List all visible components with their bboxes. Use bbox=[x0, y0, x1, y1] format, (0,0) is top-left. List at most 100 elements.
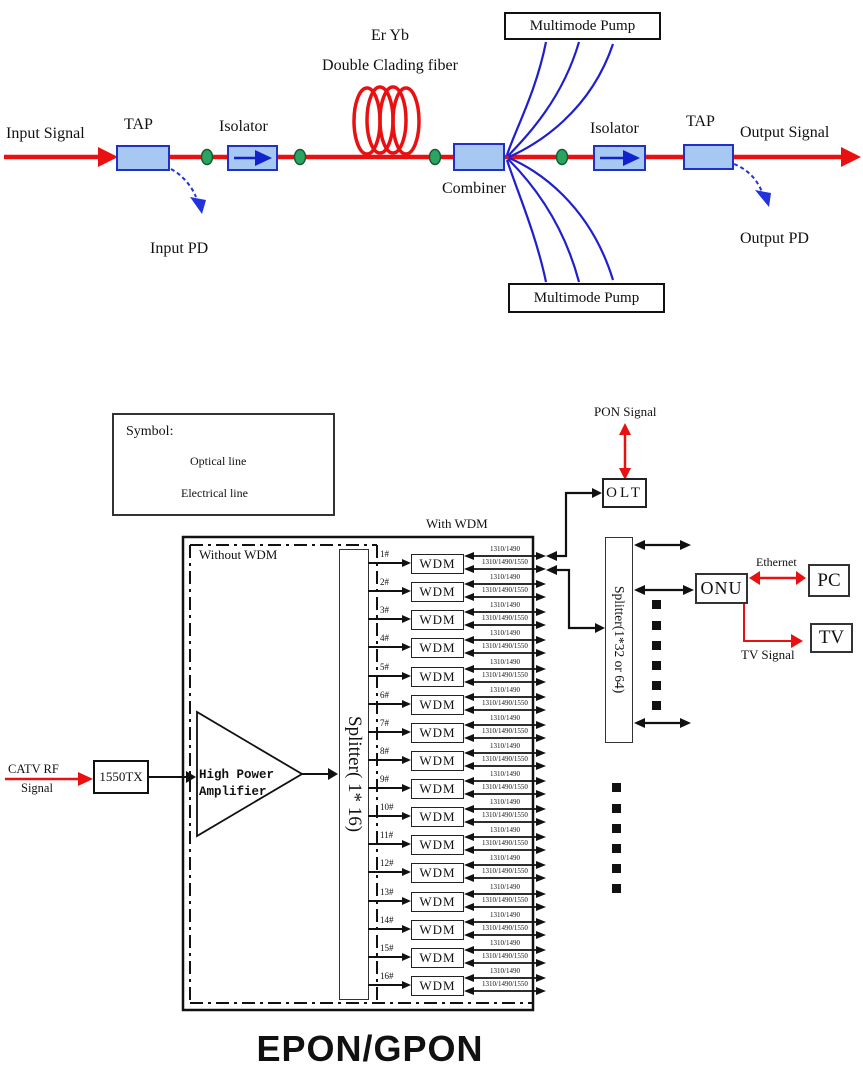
splitter32-ellipsis-dots bbox=[652, 600, 661, 710]
output-pd-label: Output PD bbox=[740, 230, 809, 247]
lower-ellipsis-dots bbox=[612, 783, 621, 893]
tap-out-label: TAP bbox=[686, 113, 715, 130]
wdm-row: 1# WDM 1310/1490 1310/1490/1550 bbox=[368, 545, 558, 578]
wavelength-top-label: 1310/1490 bbox=[490, 770, 520, 778]
wavelength-bottom-label: 1310/1490/1550 bbox=[482, 586, 528, 594]
wdm-row: 5# WDM 1310/1490 1310/1490/1550 bbox=[368, 658, 558, 691]
wdm-row-lines bbox=[368, 974, 546, 995]
wavelength-top-label: 1310/1490 bbox=[490, 601, 520, 609]
isolator-out-box bbox=[593, 145, 646, 171]
wavelength-top-label: 1310/1490 bbox=[490, 967, 520, 975]
wavelength-top-label: 1310/1490 bbox=[490, 826, 520, 834]
input-signal-label: Input Signal bbox=[6, 125, 85, 142]
tap-in-label: TAP bbox=[124, 116, 153, 133]
wdm-to-olt-path bbox=[546, 488, 602, 561]
tv-signal-label: TV Signal bbox=[741, 647, 795, 662]
isolator-arrow-icon bbox=[600, 150, 640, 166]
olt-box: OLT bbox=[602, 478, 647, 508]
wavelength-bottom-label: 1310/1490/1550 bbox=[482, 896, 528, 904]
wdm-row: 8# WDM 1310/1490 1310/1490/1550 bbox=[368, 742, 558, 775]
wdm-row-lines bbox=[368, 721, 546, 742]
tx-1550-label: 1550TX bbox=[99, 769, 143, 784]
splitter-port-label: 5# bbox=[380, 662, 389, 672]
splitter-port-label: 10# bbox=[380, 802, 394, 812]
wavelength-top-label: 1310/1490 bbox=[490, 714, 520, 722]
wavelength-bottom-label: 1310/1490/1550 bbox=[482, 839, 528, 847]
multimode-pump-bottom-label: Multimode Pump bbox=[533, 289, 640, 306]
wavelength-top-label: 1310/1490 bbox=[490, 545, 520, 553]
wdm-box: WDM bbox=[411, 638, 464, 658]
wdm-to-splitter32-path bbox=[546, 565, 605, 633]
amp-to-splitter-line bbox=[302, 768, 338, 780]
isolator-in-label: Isolator bbox=[219, 118, 268, 135]
splitter-port-label: 3# bbox=[380, 605, 389, 615]
wdm-label: WDM bbox=[419, 612, 456, 627]
wdm-row-lines bbox=[368, 580, 546, 601]
input-arrowhead-icon bbox=[98, 147, 118, 167]
wdm-label: WDM bbox=[419, 669, 456, 684]
wdm-box: WDM bbox=[411, 976, 464, 996]
splitter-port-label: 13# bbox=[380, 887, 394, 897]
wdm-row-lines bbox=[368, 890, 546, 911]
wdm-row: 11# WDM 1310/1490 1310/1490/1550 bbox=[368, 826, 558, 859]
legend-title: Symbol: bbox=[126, 424, 174, 439]
wdm-row-lines bbox=[368, 693, 546, 714]
isolator-in-box bbox=[227, 145, 278, 171]
splitter-port-label: 9# bbox=[380, 774, 389, 784]
wdm-row: 14# WDM 1310/1490 1310/1490/1550 bbox=[368, 911, 558, 944]
wdm-label: WDM bbox=[419, 584, 456, 599]
with-wdm-boundary bbox=[181, 535, 535, 1012]
fiber-label-line2: Double Clading fiber bbox=[322, 57, 458, 74]
isolator-out-label: Isolator bbox=[590, 120, 639, 137]
pc-label: PC bbox=[817, 569, 841, 591]
wdm-box: WDM bbox=[411, 582, 464, 602]
wavelength-top-label: 1310/1490 bbox=[490, 939, 520, 947]
wdm-row-lines bbox=[368, 777, 546, 798]
wavelength-top-label: 1310/1490 bbox=[490, 629, 520, 637]
diagram-title: EPON/GPON bbox=[256, 1028, 484, 1069]
wdm-row: 10# WDM 1310/1490 1310/1490/1550 bbox=[368, 798, 558, 831]
tx-to-amp-line bbox=[148, 771, 196, 783]
splitter-port-label: 2# bbox=[380, 577, 389, 587]
wdm-box: WDM bbox=[411, 667, 464, 687]
wdm-box: WDM bbox=[411, 610, 464, 630]
splitter-port-label: 6# bbox=[380, 690, 389, 700]
wdm-row-lines bbox=[368, 608, 546, 629]
wdm-box: WDM bbox=[411, 920, 464, 940]
splitter16-box: Splitter( 1* 16) bbox=[339, 549, 369, 1000]
wavelength-top-label: 1310/1490 bbox=[490, 742, 520, 750]
output-arrowhead-icon bbox=[841, 147, 861, 167]
fiber-coil-icon bbox=[352, 85, 421, 156]
wdm-row-lines bbox=[368, 946, 546, 967]
connector-dot-icon bbox=[293, 148, 307, 166]
wdm-row-lines bbox=[368, 552, 546, 573]
amplifier-label-line2: Amplifier bbox=[199, 785, 267, 799]
wdm-box: WDM bbox=[411, 751, 464, 771]
splitter-port-label: 7# bbox=[380, 718, 389, 728]
amplifier-triangle-icon bbox=[196, 710, 304, 838]
wdm-row: 15# WDM 1310/1490 1310/1490/1550 bbox=[368, 939, 558, 972]
splitter-port-label: 14# bbox=[380, 915, 394, 925]
wdm-row: 3# WDM 1310/1490 1310/1490/1550 bbox=[368, 601, 558, 634]
catv-rf-arrow bbox=[5, 772, 93, 786]
wdm-label: WDM bbox=[419, 978, 456, 993]
wavelength-bottom-label: 1310/1490/1550 bbox=[482, 867, 528, 875]
with-wdm-label: With WDM bbox=[426, 516, 488, 531]
wdm-row: 2# WDM 1310/1490 1310/1490/1550 bbox=[368, 573, 558, 606]
ethernet-label: Ethernet bbox=[756, 555, 797, 569]
wdm-label: WDM bbox=[419, 753, 456, 768]
splitter-port-label: 1# bbox=[380, 549, 389, 559]
wdm-row-lines bbox=[368, 805, 546, 826]
pd-arrowhead-icon bbox=[755, 190, 771, 207]
wdm-row-lines bbox=[368, 749, 546, 770]
legend-optical-label: Optical line bbox=[190, 454, 247, 468]
connector-dot-icon bbox=[555, 148, 569, 166]
tap-in-box bbox=[116, 145, 170, 171]
wdm-box: WDM bbox=[411, 554, 464, 574]
wdm-row: 6# WDM 1310/1490 1310/1490/1550 bbox=[368, 686, 558, 719]
pon-signal-label: PON Signal bbox=[594, 404, 657, 419]
wavelength-bottom-label: 1310/1490/1550 bbox=[482, 699, 528, 707]
pd-arrowhead-icon bbox=[190, 197, 206, 214]
combiner-label: Combiner bbox=[442, 180, 506, 197]
